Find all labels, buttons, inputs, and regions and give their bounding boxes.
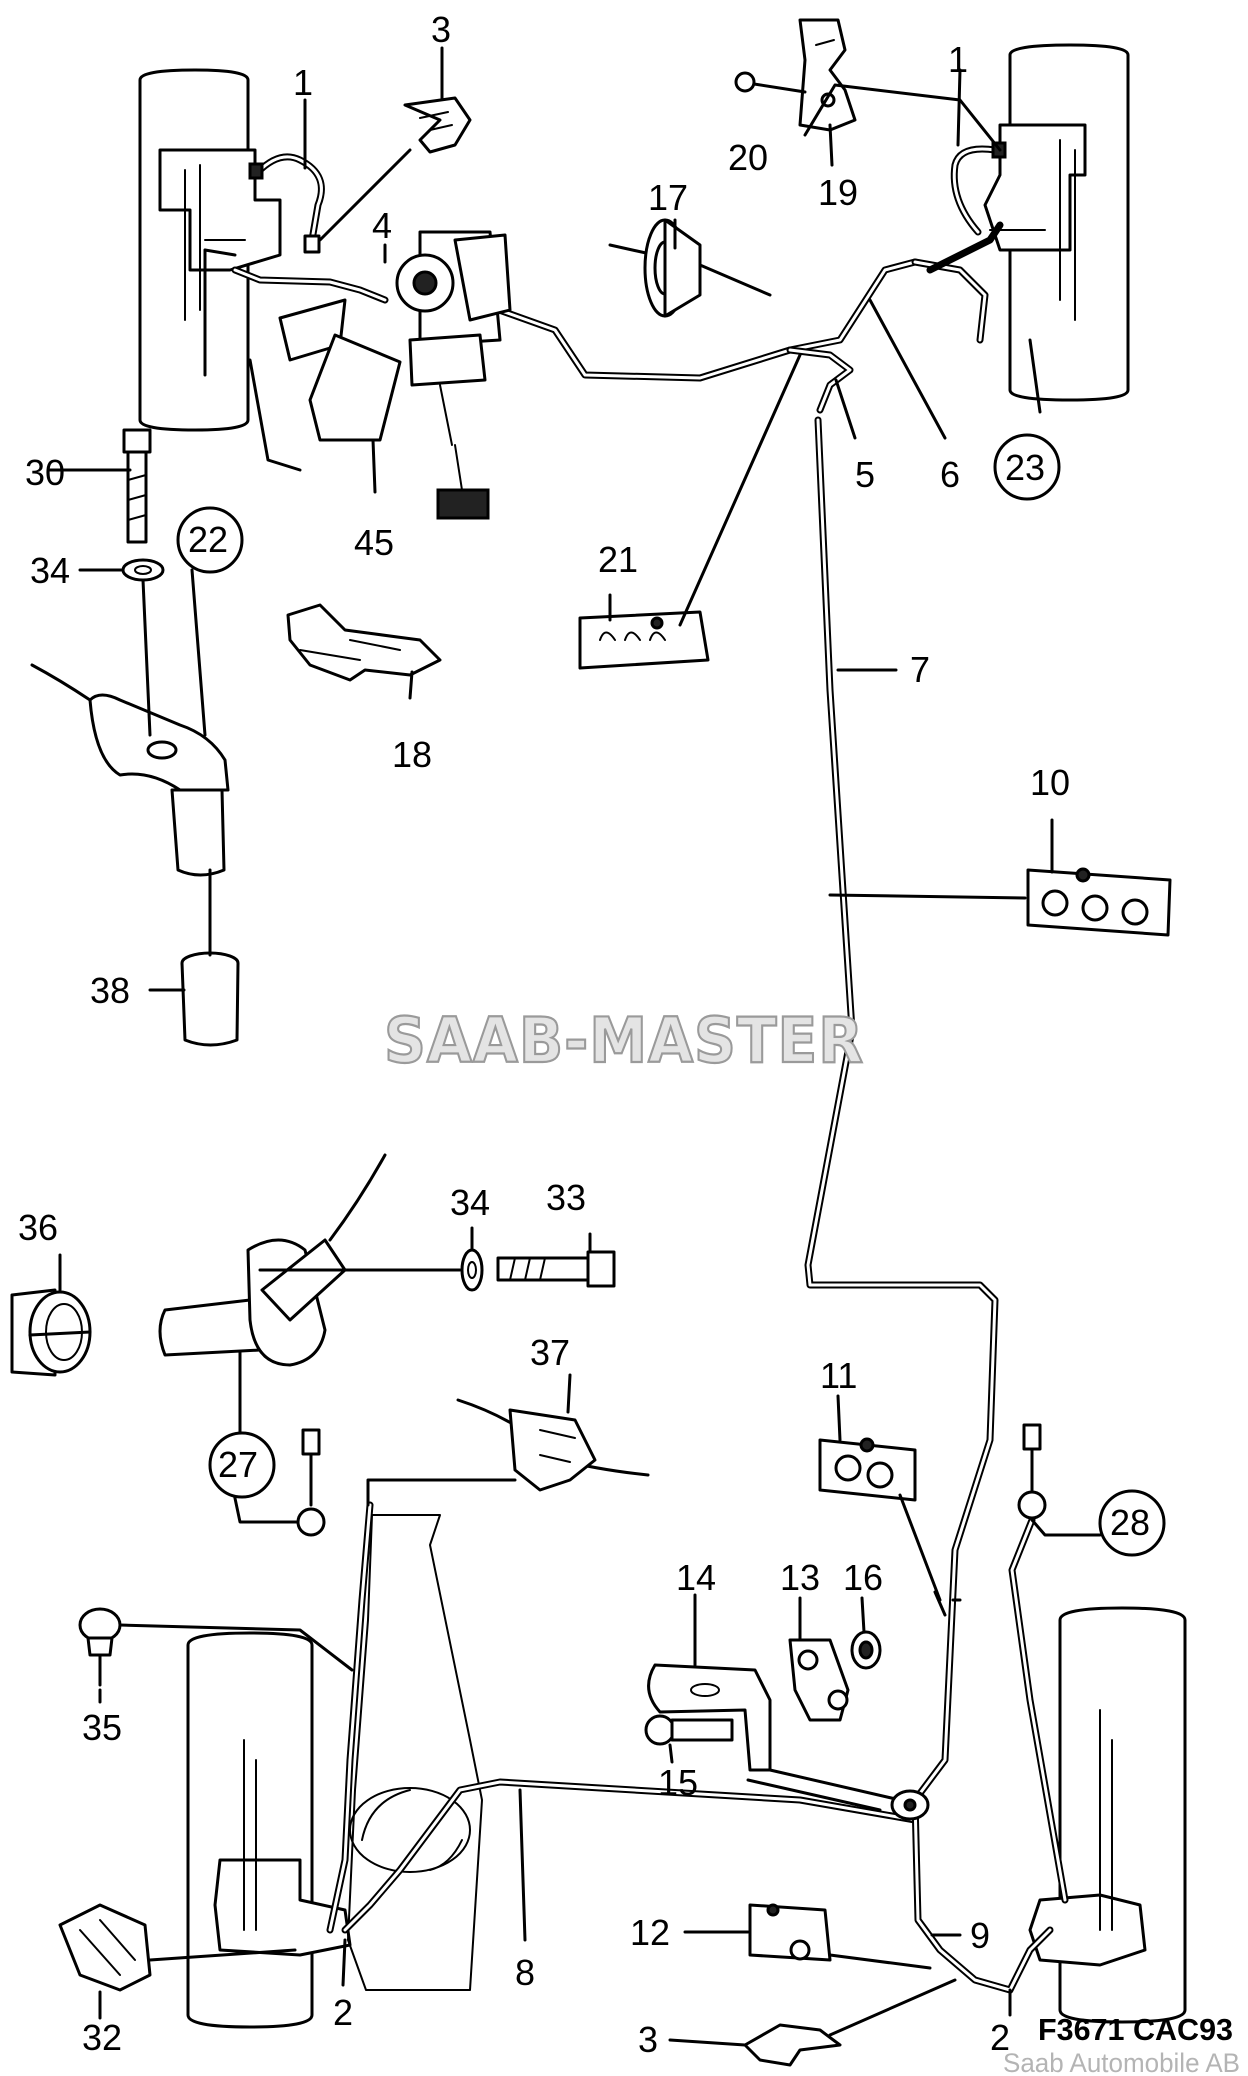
pipe-clip-10: [1026, 867, 1172, 937]
label-1-right: 1: [948, 39, 968, 80]
label-30: 30: [25, 452, 65, 493]
clamp-13: [788, 1638, 850, 1722]
leader-lines: [28, 46, 1102, 2047]
label-45: 45: [354, 522, 394, 563]
rear-left-wheel: [186, 1631, 352, 2029]
tee-fitting: [768, 1768, 930, 1821]
rear-right-wheel: [1028, 1606, 1187, 2024]
bolt-15: [644, 1714, 734, 1746]
front-left-wheel: [138, 68, 282, 432]
bracket-18: [286, 603, 442, 682]
grommet: [608, 218, 772, 318]
hose-clip-top: [403, 96, 472, 154]
pipe-clip-21: [578, 610, 710, 670]
watermark: SAAB-MASTER: [384, 1004, 864, 1077]
label-21: 21: [598, 539, 638, 580]
label-2-right: 2: [990, 2017, 1010, 2058]
copyright-text: Saab Automobile AB: [1003, 2048, 1240, 2076]
bleed-screw-35: [78, 1607, 354, 1687]
hose-clip-37: [456, 1398, 650, 1492]
rear-wheel-speed-sensor: [158, 1153, 387, 1367]
bracket-14: [647, 1663, 772, 1772]
rear-left-hose-end: [296, 1428, 326, 1537]
label-3-top: 3: [431, 9, 451, 50]
label-16: 16: [843, 1557, 883, 1598]
label-20: 20: [728, 137, 768, 178]
washer-34-front: [121, 558, 165, 582]
label-12: 12: [630, 1912, 670, 1953]
label-36: 36: [18, 1207, 58, 1248]
label-4: 4: [372, 205, 392, 246]
master-cylinder: [278, 230, 512, 520]
label-19: 19: [818, 172, 858, 213]
label-18: 18: [392, 734, 432, 775]
label-13: 13: [780, 1557, 820, 1598]
washer-34-rear: [460, 1248, 484, 1292]
sensor-bushing-38: [180, 951, 240, 1047]
label-14: 14: [676, 1557, 716, 1598]
pipe-clip-11: [818, 1437, 917, 1502]
label-22: 22: [188, 519, 228, 560]
nut-16: [850, 1630, 882, 1670]
label-6: 6: [940, 454, 960, 495]
label-32: 32: [82, 2017, 122, 2058]
label-9: 9: [970, 1915, 990, 1956]
reference-circles: [176, 433, 1166, 1557]
label-37: 37: [530, 1332, 570, 1373]
label-2-left: 2: [333, 1992, 353, 2033]
front-wheel-speed-sensor: [30, 663, 230, 877]
bracket-19: [798, 18, 857, 132]
label-11: 11: [820, 1355, 857, 1396]
label-7: 7: [910, 649, 930, 690]
hose-clip-bottom: [743, 1978, 957, 2067]
valve-unit-45: [248, 358, 302, 472]
bolt-33: [496, 1250, 616, 1288]
label-17: 17: [648, 177, 688, 218]
front-right-wheel: [983, 43, 1130, 402]
part-numbers: 1 3 1 20 19 17 4 30 22 45 5 6 23 34 21 7…: [18, 9, 1150, 2060]
label-33: 33: [546, 1177, 586, 1218]
bolt-30: [122, 428, 152, 544]
label-8: 8: [515, 1952, 535, 1993]
label-1-left: 1: [293, 62, 313, 103]
label-10: 10: [1030, 762, 1070, 803]
rear-axle-beam: [347, 1514, 483, 1991]
bolt-20: [734, 71, 807, 94]
brake-pipes: [231, 221, 1069, 1994]
label-35: 35: [82, 1707, 122, 1748]
figure-code: F3671 CAC93: [1038, 2012, 1233, 2047]
valve-12: [748, 1903, 932, 1970]
label-3-bottom: 3: [638, 2019, 658, 2060]
label-15: 15: [658, 1762, 698, 1803]
label-23: 23: [1005, 447, 1045, 488]
rear-right-hose-end: [1017, 1423, 1047, 1520]
hose-clip-32: [58, 1903, 297, 1992]
label-5: 5: [855, 454, 875, 495]
label-28: 28: [1110, 1502, 1150, 1543]
label-27: 27: [218, 1444, 258, 1485]
label-38: 38: [90, 970, 130, 1011]
label-34-mid: 34: [450, 1182, 490, 1223]
label-34-top: 34: [30, 550, 70, 591]
front-left-brake-hose: [248, 153, 325, 254]
